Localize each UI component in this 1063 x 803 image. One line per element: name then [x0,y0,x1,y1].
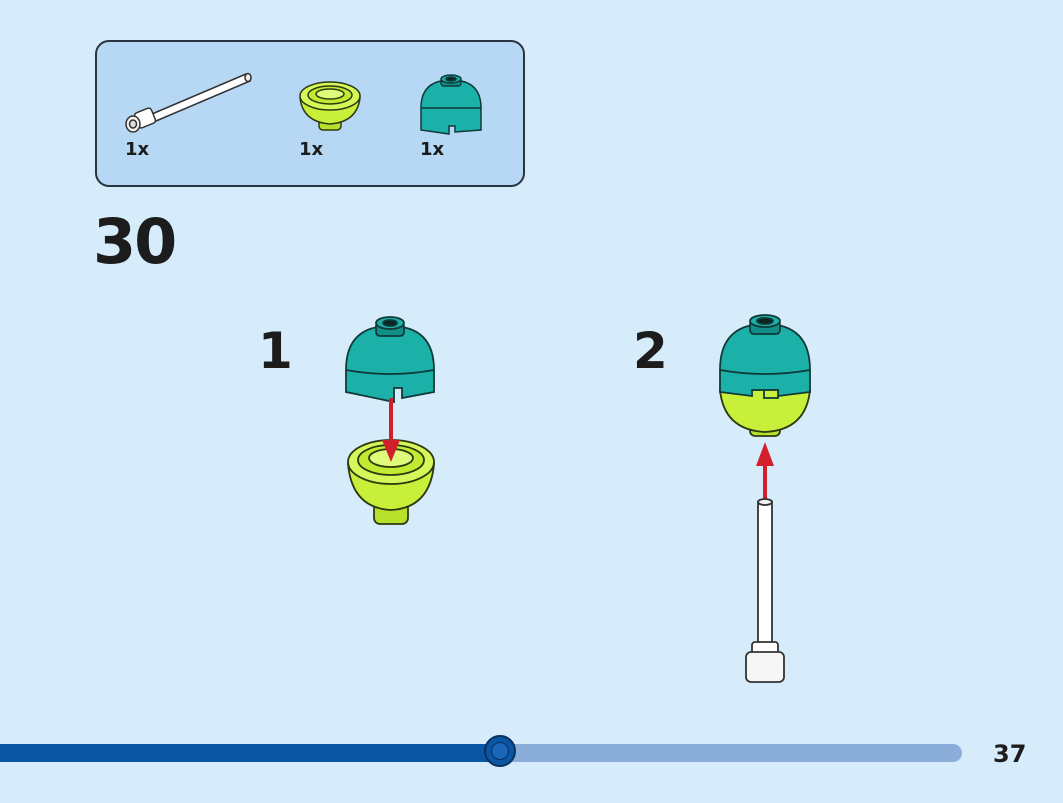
substep-1-illustration [345,316,435,525]
teal-dome-part-qty: 1x [420,139,445,160]
parts-list-box: 1x 1x 1x [95,40,525,187]
axle-part-qty: 1x [125,139,150,160]
page-number: 37 [993,740,1027,768]
progress-knob [484,735,516,767]
progress-bar [0,735,962,767]
progress-fill [0,744,500,762]
lime-cone-part-icon [299,81,361,131]
substep-2-number: 2 [633,322,668,380]
teal-dome-part-icon [420,74,482,135]
substep-2-illustration [719,314,811,683]
substep-1-number: 1 [258,322,293,380]
step-number: 30 [93,205,177,278]
axle-part-icon [125,72,252,133]
lime-cone-part-qty: 1x [299,139,324,160]
